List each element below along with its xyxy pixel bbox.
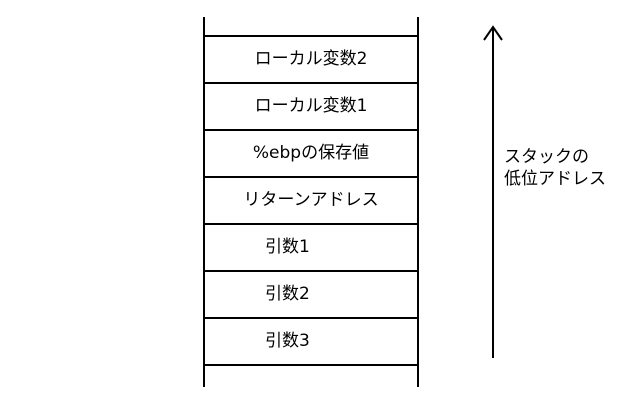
stack-cell-label: ローカル変数2 <box>254 49 368 69</box>
stack-cell-label: 引数2 <box>265 284 310 304</box>
stack-right-rail <box>417 17 419 387</box>
stack-cell-local-variable-2: ローカル変数2 <box>203 35 419 82</box>
stack-cell-label: 引数1 <box>265 237 310 257</box>
stack-cells: ローカル変数2 ローカル変数1 %ebpの保存値 リターンアドレス 引数1 引数… <box>203 35 419 366</box>
stack-cell-return-address: リターンアドレス <box>203 176 419 223</box>
stack-cell-argument-2: 引数2 <box>203 270 419 317</box>
stack-cell-local-variable-1: ローカル変数1 <box>203 82 419 129</box>
stack-cell-argument-1: 引数1 <box>203 223 419 270</box>
stack-cell-label: リターンアドレス <box>243 190 379 210</box>
up-arrow-icon <box>483 25 503 358</box>
stack-cell-label: ローカル変数1 <box>254 96 368 116</box>
arrow-head <box>483 25 503 41</box>
stack-cell-argument-3: 引数3 <box>203 317 419 366</box>
stack-left-rail <box>203 17 205 387</box>
arrow-caption-line-2: 低位アドレス <box>504 169 606 189</box>
stack-cell-label: %ebpの保存値 <box>252 143 370 163</box>
arrow-caption-line-1: スタックの <box>504 147 589 167</box>
arrow-caption: スタックの 低位アドレス <box>504 146 606 190</box>
stack-cell-label: 引数3 <box>265 331 310 351</box>
stack-cell-saved-ebp: %ebpの保存値 <box>203 129 419 176</box>
